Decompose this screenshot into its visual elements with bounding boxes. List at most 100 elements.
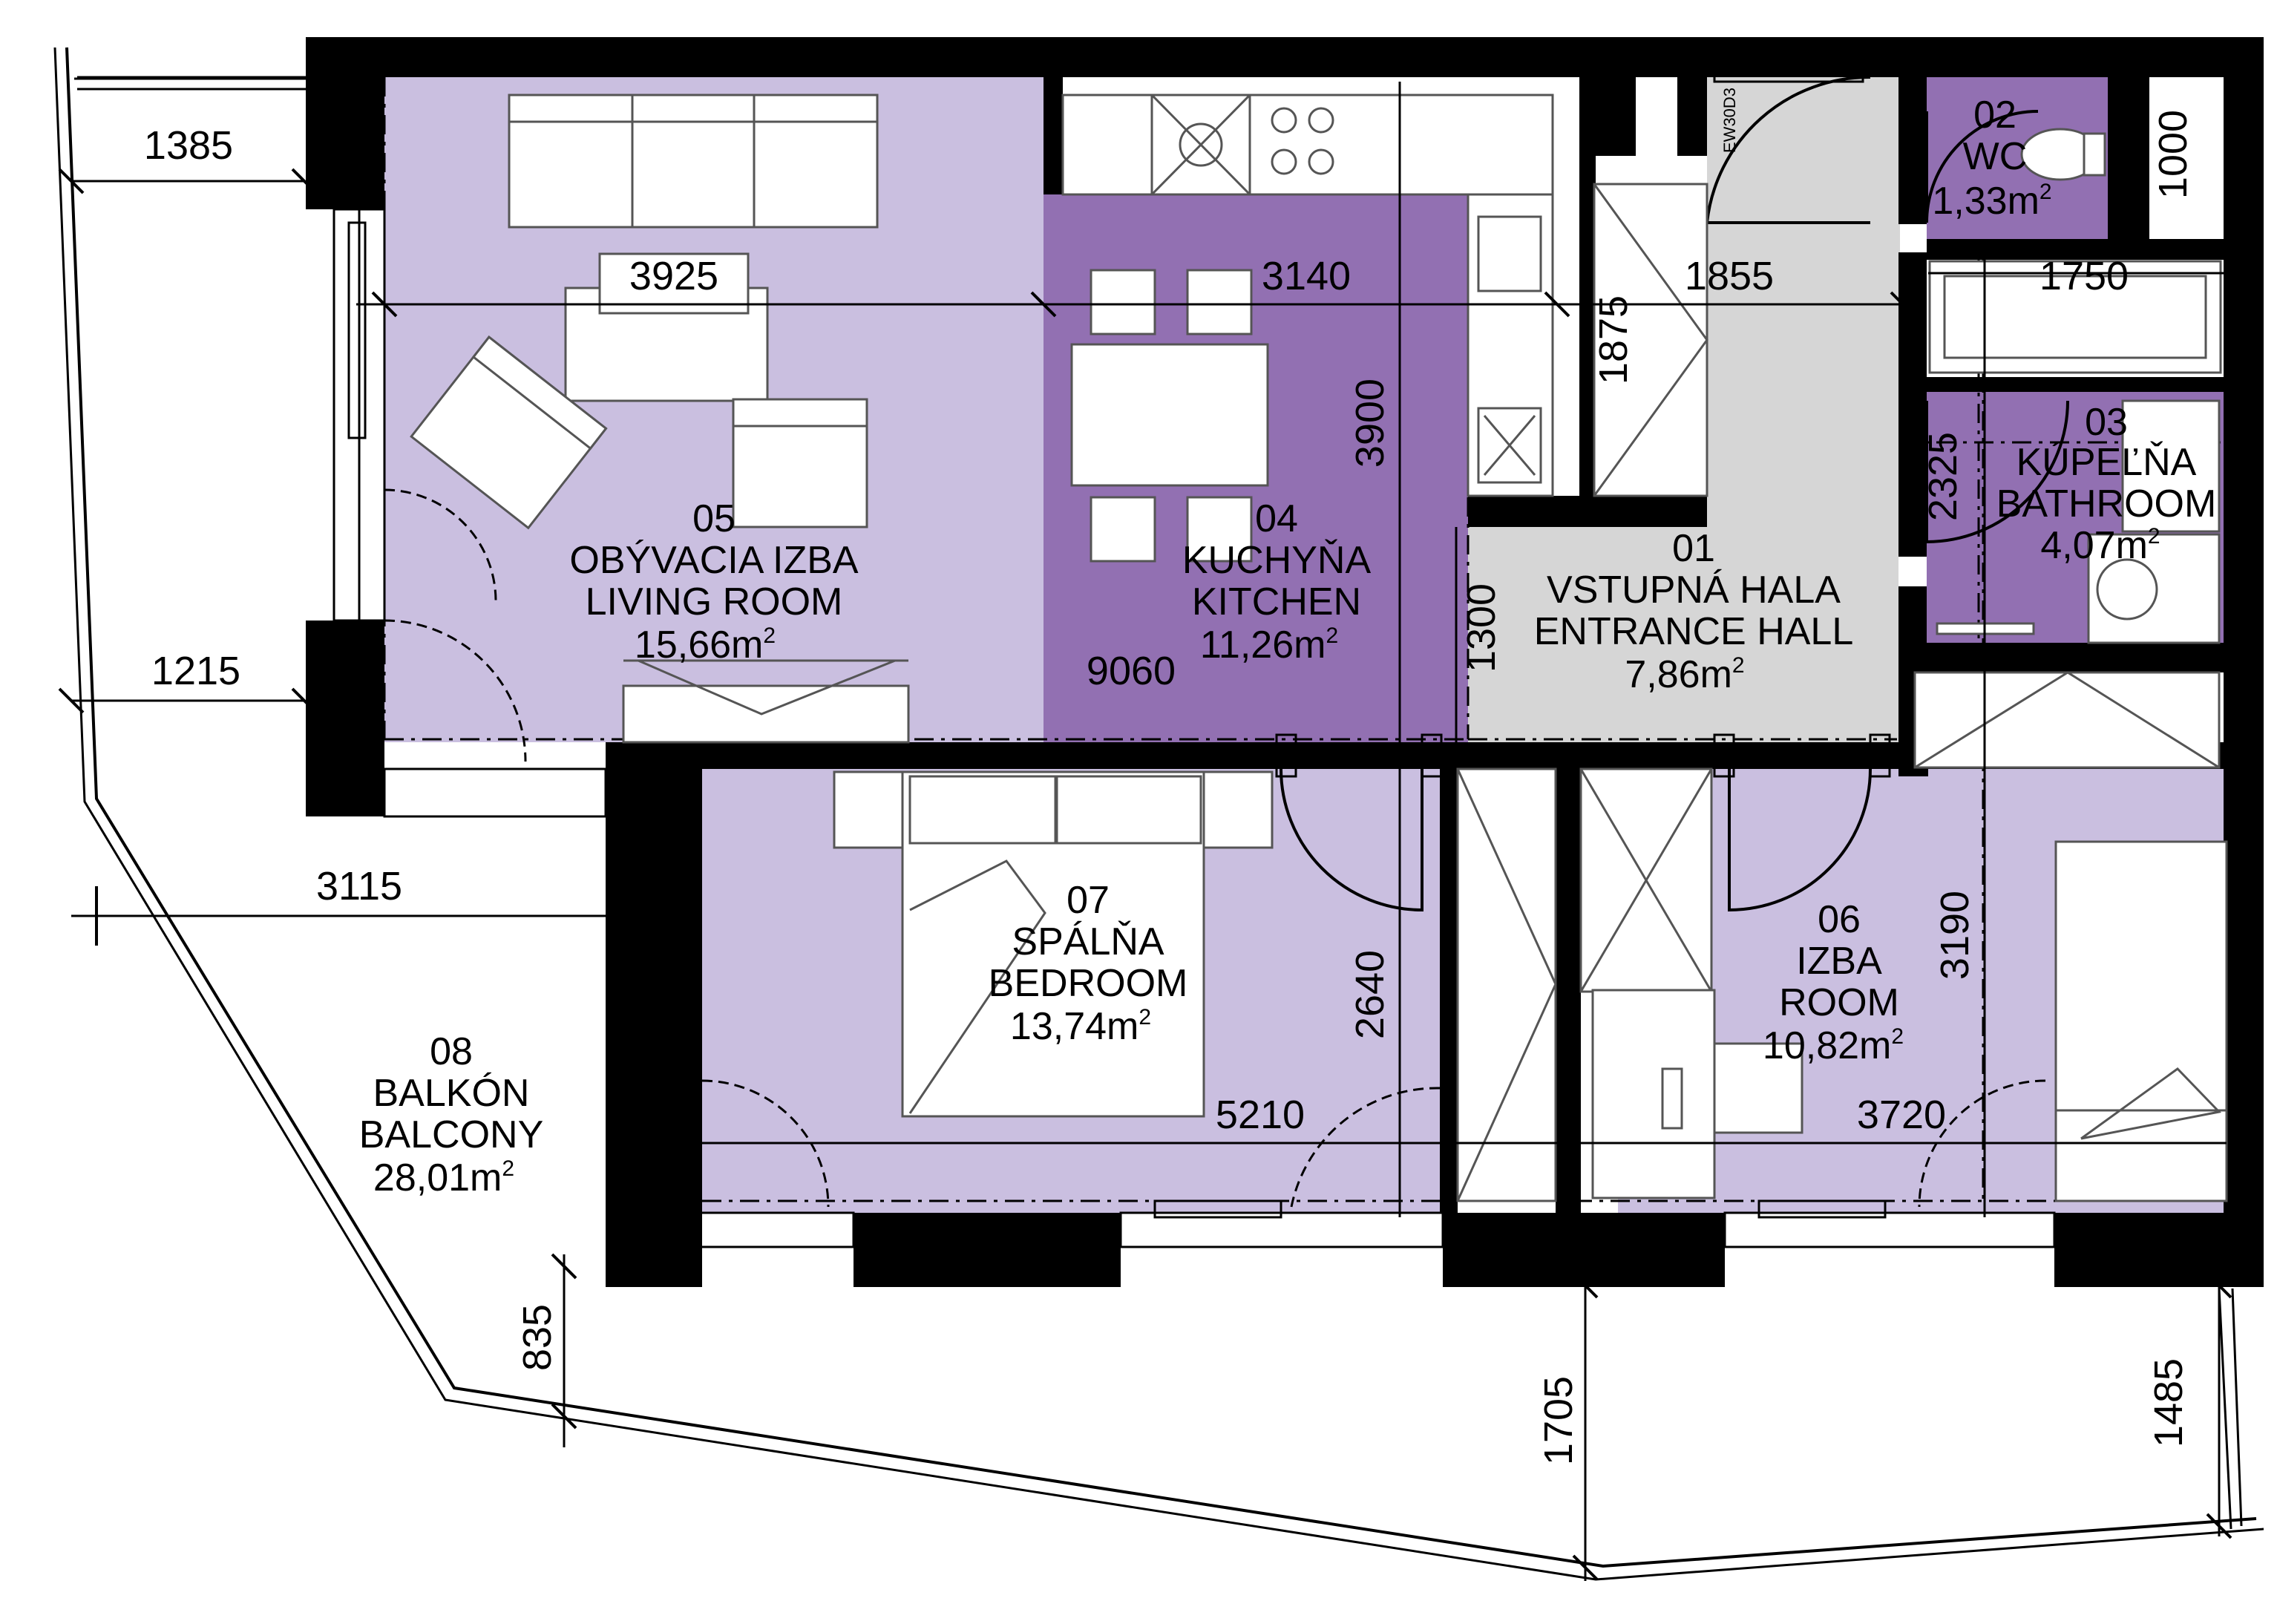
wall-bath-mid [1927,377,2224,392]
door-balcony-bed2[interactable] [1290,1087,1441,1208]
windows [332,73,2056,1248]
dim-balcony-width: 3115 [316,864,402,908]
dim-kitchen-depth: 3900 [1348,379,1392,468]
svg-text:BALCONY: BALCONY [359,1113,544,1156]
door-bathroom[interactable] [1925,400,2069,543]
wall-kitchen-hall [1468,496,1707,527]
svg-text:BALKÓN: BALKÓN [373,1072,530,1115]
single-bed-icon [2054,840,2228,1202]
door-balcony-room[interactable] [1918,1079,2046,1208]
room-labels: 05 OBÝVACIA IZBA LIVING ROOM 15,66m2 04 … [359,94,2217,1199]
wall-bottom-2 [1443,1213,1725,1287]
room-label-balcony: 08 BALKÓN BALCONY 28,01m2 [359,1030,544,1199]
dim-room-width: 3720 [1857,1093,1946,1137]
dim-closet-height: 1875 [1591,295,1636,384]
svg-text:KUCHYŇA: KUCHYŇA [1182,539,1372,582]
dim-balcony-edge-3: 1485 [2146,1358,2191,1447]
svg-text:7,86m2: 7,86m2 [1625,653,1744,696]
svg-text:KÚPEĽŇA: KÚPEĽŇA [2016,441,2197,484]
door-entrance[interactable] [1706,75,1871,224]
svg-text:01: 01 [1672,527,1715,570]
furniture [410,94,2228,1202]
dim-kitchen-width: 3140 [1262,254,1351,298]
door-living-arc2[interactable] [384,488,497,602]
dim-hall-width: 1855 [1685,254,1774,298]
dim-hall-passage: 1300 [1459,583,1504,672]
wall-living-left-lower [306,621,384,816]
svg-text:05: 05 [692,497,735,540]
svg-text:13,74m2: 13,74m2 [1010,1005,1151,1048]
svg-text:1,33m2: 1,33m2 [1932,180,2051,223]
svg-text:ENTRANCE HALL: ENTRANCE HALL [1534,610,1854,653]
toilet-icon [2020,128,2106,181]
wall-living-left-upper [306,37,384,209]
dining-table-icon [1070,269,1269,563]
closet-icon [1593,183,1708,497]
doors [384,73,2069,1208]
walls [306,37,2264,1287]
svg-text:15,66m2: 15,66m2 [635,623,776,667]
door-bedroom[interactable] [1280,768,1423,912]
kitchen-counter-icon [1061,94,1554,497]
wall-closet-top [1594,77,1636,156]
svg-text:04: 04 [1255,497,1298,540]
tv-stand-icon [622,659,910,744]
dim-living-width: 3925 [629,254,718,298]
dimension-labels: 3925 3140 1855 1750 1385 1215 3115 9060 … [144,110,2195,1465]
wall-bath-bottom [1927,643,2224,672]
balcony-outline [53,47,2264,1581]
wall-bottom-1 [854,1213,1121,1287]
svg-text:SPÁLŇA: SPÁLŇA [1012,920,1164,963]
wall-bottom-left [606,1213,698,1287]
dim-balcony-edge-1: 835 [515,1304,560,1371]
door-room[interactable] [1728,768,1872,912]
room-label-kitchen: 04 KUCHYŇA KITCHEN 11,26m2 [1182,497,1372,667]
svg-text:IZBA: IZBA [1796,940,1882,983]
svg-text:02: 02 [1973,94,2016,137]
dimension-lines [58,77,2232,1581]
room-label-hall: 01 VSTUPNÁ HALA ENTRANCE HALL 7,86m2 [1534,527,1854,696]
dim-bedroom-width: 5210 [1216,1093,1305,1137]
armchair-icon [410,252,868,530]
desk-icon [1591,989,1803,1199]
svg-text:VSTUPNÁ HALA: VSTUPNÁ HALA [1547,569,1841,612]
bathtub-icon [1928,260,2222,374]
room-label-living: 05 OBÝVACIA IZBA LIVING ROOM 15,66m2 [569,497,858,667]
svg-text:11,26m2: 11,26m2 [1200,623,1338,667]
room-label-wc: 02 WC 1,33m2 [1932,94,2051,223]
entrance-hall-corridor[interactable] [1707,77,1900,527]
dim-room-depth: 3190 [1933,891,1977,980]
wall-hall-right-upper [1898,77,1927,224]
dim-balcony-top: 1385 [144,123,233,168]
wall-bedroom-left [606,742,702,1287]
wall-bedroom-closet [1440,742,1458,1213]
svg-text:06: 06 [1818,898,1861,941]
room-label-room: 06 IZBA ROOM 10,82m2 [1763,898,1904,1067]
wall-wc-right [2108,77,2137,239]
door-wc[interactable] [1925,110,2039,223]
svg-text:ROOM: ROOM [1779,981,1899,1024]
wall-bottom-3 [2054,1213,2264,1287]
room-label-bathroom: 03 KÚPEĽŇA BATHROOM 4,07m2 [1996,401,2217,567]
dim-bath-width: 1750 [2040,254,2129,298]
entrance-hall-floor[interactable] [1468,527,1898,742]
wardrobe-room-icon [1579,767,1713,993]
svg-text:BEDROOM: BEDROOM [989,962,1188,1005]
dim-balcony-mid: 1215 [151,649,240,693]
wall-closet-room [1556,769,1581,1213]
svg-text:03: 03 [2085,401,2128,444]
room-label-bedroom: 07 SPÁLŇA BEDROOM 13,74m2 [989,879,1188,1048]
wall-right [2224,37,2264,1287]
svg-text:LIVING ROOM: LIVING ROOM [586,580,843,623]
svg-text:28,01m2: 28,01m2 [373,1156,514,1199]
door-balcony-bed[interactable] [701,1079,830,1208]
wall-closet-top2 [1677,77,1707,156]
door-code-label: EW30D3 [1720,88,1739,153]
svg-text:KITCHEN: KITCHEN [1192,580,1361,623]
sofa-icon [508,94,879,229]
dim-bath-height: 2325 [1921,432,1965,521]
svg-text:10,82m2: 10,82m2 [1763,1024,1904,1067]
wall-shaft-right [2137,77,2149,239]
wardrobe-icon [1456,767,1557,1202]
